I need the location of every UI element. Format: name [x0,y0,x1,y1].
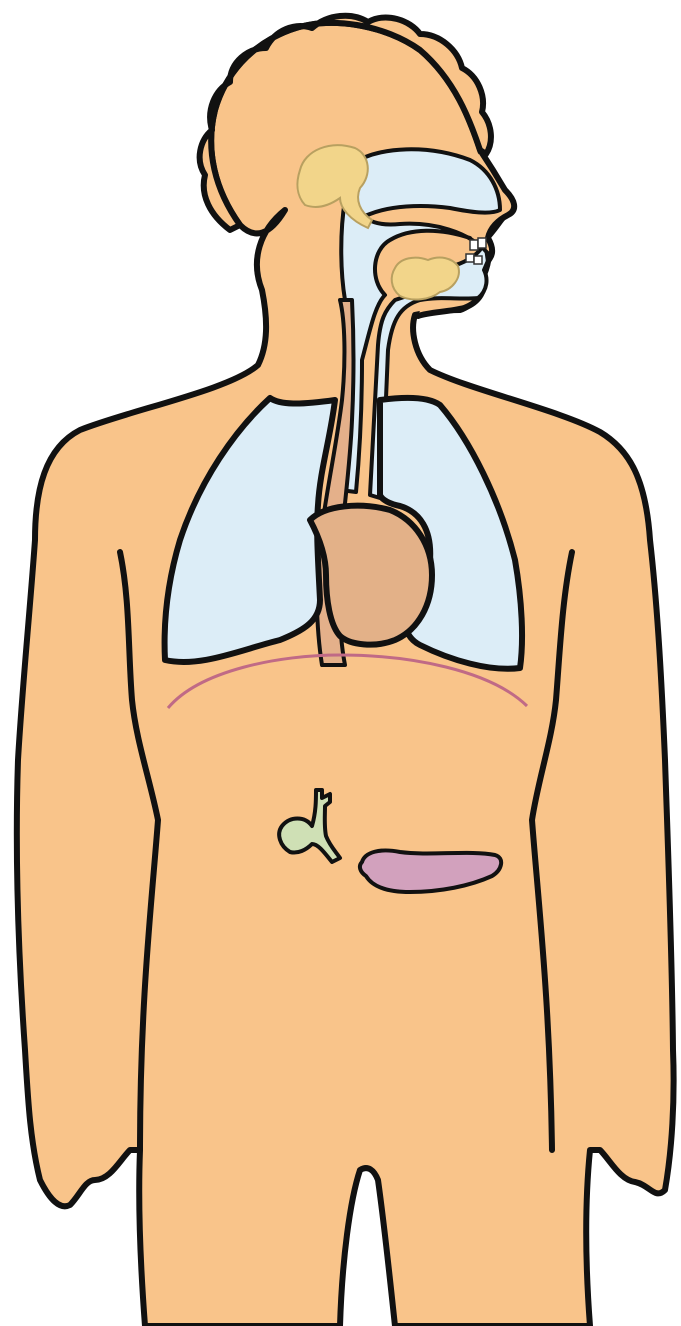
anatomy-diagram [0,0,681,1326]
